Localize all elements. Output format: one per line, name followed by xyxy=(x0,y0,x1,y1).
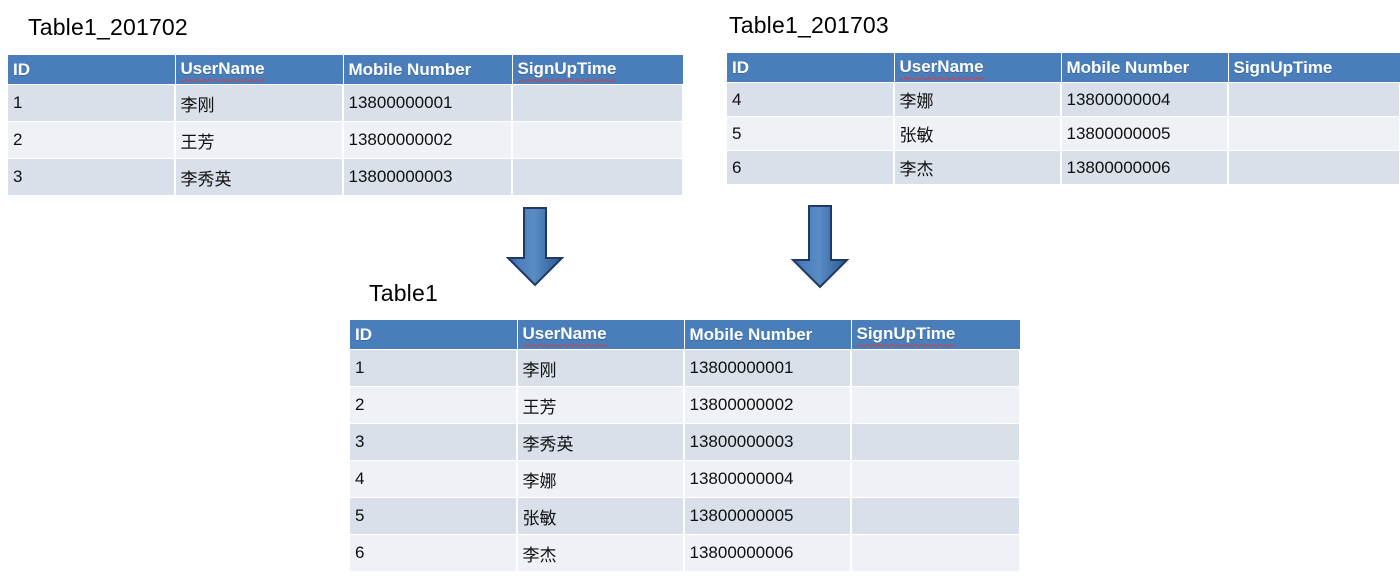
table-title-source-right: Table1_201703 xyxy=(729,12,889,38)
table-header-row: ID UserName Mobile Number SignUpTime xyxy=(350,320,1020,350)
cell-signuptime xyxy=(512,158,683,196)
cell-signuptime xyxy=(1228,82,1400,117)
cell-mobile: 13800000003 xyxy=(684,423,852,461)
cell-id: 5 xyxy=(350,497,518,535)
cell-mobile: 13800000005 xyxy=(684,497,852,535)
column-header-username: UserName xyxy=(175,55,344,85)
column-header-username: UserName xyxy=(894,53,1062,83)
cell-id: 2 xyxy=(8,121,176,159)
cell-signuptime xyxy=(1228,150,1400,185)
cell-mobile: 13800000004 xyxy=(684,460,852,498)
cell-id: 6 xyxy=(350,534,518,572)
table-row: 3 李秀英 13800000003 xyxy=(8,158,683,196)
cell-signuptime xyxy=(512,121,683,159)
cell-mobile: 13800000001 xyxy=(343,84,513,122)
column-header-mobile-number: Mobile Number xyxy=(684,320,852,350)
cell-id: 3 xyxy=(8,158,176,196)
column-header-signuptime: SignUpTime xyxy=(851,320,1020,350)
cell-mobile: 13800000006 xyxy=(1061,150,1229,185)
table-row: 2 王芳 13800000002 xyxy=(8,121,683,159)
cell-id: 3 xyxy=(350,423,518,461)
column-header-mobile-number: Mobile Number xyxy=(1061,53,1229,83)
cell-username: 王芳 xyxy=(517,386,685,424)
table-row: 6 李杰 13800000006 xyxy=(727,150,1400,185)
cell-id: 4 xyxy=(727,82,895,117)
cell-username: 李娜 xyxy=(894,82,1062,117)
cell-mobile: 13800000002 xyxy=(343,121,513,159)
cell-username: 李秀英 xyxy=(175,158,344,196)
cell-mobile: 13800000005 xyxy=(1061,116,1229,151)
cell-id: 4 xyxy=(350,460,518,498)
cell-signuptime xyxy=(851,497,1020,535)
cell-signuptime xyxy=(851,349,1020,387)
table-row: 5 张敏 13800000005 xyxy=(350,497,1020,535)
table-row: 2 王芳 13800000002 xyxy=(350,386,1020,424)
cell-username: 李娜 xyxy=(517,460,685,498)
cell-mobile: 13800000004 xyxy=(1061,82,1229,117)
table-row: 4 李娜 13800000004 xyxy=(350,460,1020,498)
table-title-source-left: Table1_201702 xyxy=(28,14,188,40)
table-row: 4 李娜 13800000004 xyxy=(727,82,1400,117)
cell-mobile: 13800000003 xyxy=(343,158,513,196)
cell-id: 2 xyxy=(350,386,518,424)
column-header-signuptime: SignUpTime xyxy=(1228,53,1400,83)
column-header-id: ID xyxy=(350,320,518,350)
cell-username: 李刚 xyxy=(175,84,344,122)
cell-signuptime xyxy=(851,386,1020,424)
cell-id: 1 xyxy=(8,84,176,122)
cell-id: 5 xyxy=(727,116,895,151)
table-row: 5 张敏 13800000005 xyxy=(727,116,1400,151)
cell-username: 李杰 xyxy=(517,534,685,572)
cell-mobile: 13800000006 xyxy=(684,534,852,572)
cell-username: 李秀英 xyxy=(517,423,685,461)
column-header-id: ID xyxy=(8,55,176,85)
column-header-mobile-number: Mobile Number xyxy=(343,55,513,85)
table-row: 3 李秀英 13800000003 xyxy=(350,423,1020,461)
cell-signuptime xyxy=(851,460,1020,498)
column-header-username: UserName xyxy=(517,320,685,350)
merge-arrow-left-icon xyxy=(505,207,565,287)
cell-id: 1 xyxy=(350,349,518,387)
cell-signuptime xyxy=(851,534,1020,572)
table-row: 1 李刚 13800000001 xyxy=(8,84,683,122)
cell-signuptime xyxy=(1228,116,1400,151)
table-header-row: ID UserName Mobile Number SignUpTime xyxy=(727,53,1400,83)
cell-username: 李刚 xyxy=(517,349,685,387)
column-header-signuptime: SignUpTime xyxy=(512,55,683,85)
cell-signuptime xyxy=(512,84,683,122)
cell-id: 6 xyxy=(727,150,895,185)
cell-username: 张敏 xyxy=(517,497,685,535)
cell-username: 张敏 xyxy=(894,116,1062,151)
table-source-right: ID UserName Mobile Number SignUpTime 4 李… xyxy=(727,53,1400,185)
table-header-row: ID UserName Mobile Number SignUpTime xyxy=(8,55,683,85)
table-row: 1 李刚 13800000001 xyxy=(350,349,1020,387)
cell-mobile: 13800000002 xyxy=(684,386,852,424)
table-source-left: ID UserName Mobile Number SignUpTime 1 李… xyxy=(8,55,683,196)
cell-username: 王芳 xyxy=(175,121,344,159)
table-merged: ID UserName Mobile Number SignUpTime 1 李… xyxy=(350,320,1020,572)
column-header-id: ID xyxy=(727,53,895,83)
merge-arrow-right-icon xyxy=(790,205,850,289)
cell-signuptime xyxy=(851,423,1020,461)
table-title-merged: Table1 xyxy=(369,280,438,306)
cell-username: 李杰 xyxy=(894,150,1062,185)
table-row: 6 李杰 13800000006 xyxy=(350,534,1020,572)
cell-mobile: 13800000001 xyxy=(684,349,852,387)
